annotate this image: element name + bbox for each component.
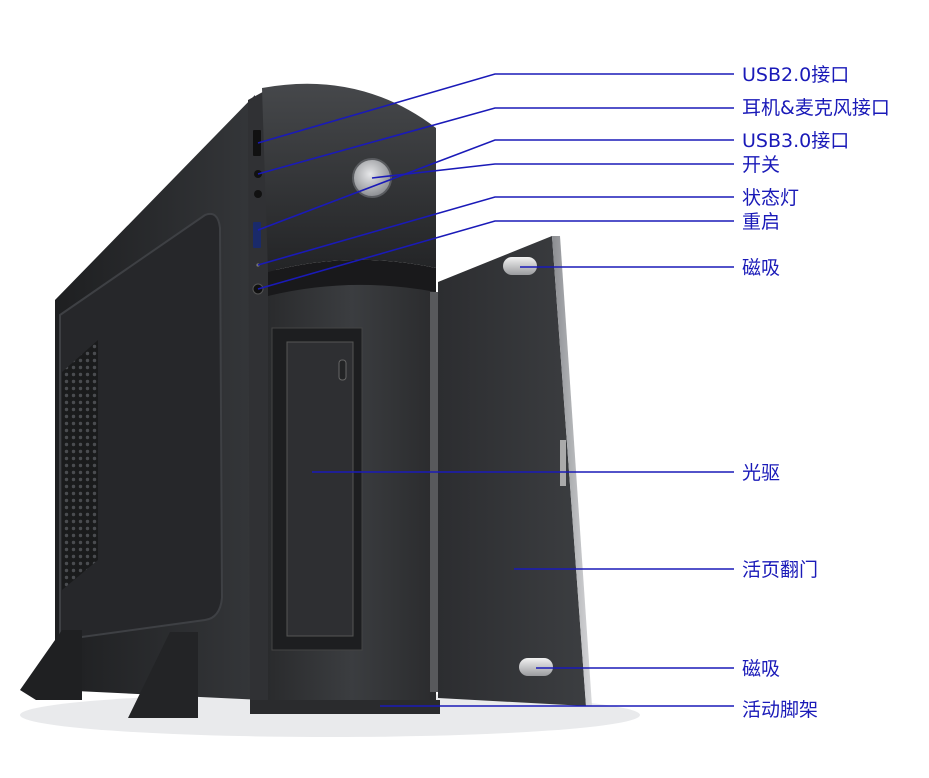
label-door: 活页翻门 — [742, 559, 819, 581]
line-usb2 — [257, 73, 734, 144]
label-optical: 光驱 — [742, 462, 781, 484]
label-magnet-bottom: 磁吸 — [742, 658, 781, 680]
line-led — [257, 196, 734, 266]
audio-port-2 — [254, 190, 262, 198]
stand-left — [20, 630, 82, 700]
top-bezel — [262, 83, 436, 272]
callout-lines — [257, 73, 734, 707]
magnet-top — [503, 257, 537, 275]
label-audio: 耳机&麦克风接口 — [742, 97, 890, 119]
magnet-bottom — [519, 658, 553, 676]
usb2-port — [253, 130, 261, 156]
vent-grille — [62, 340, 98, 590]
bottom-foot — [250, 700, 440, 714]
label-led: 状态灯 — [742, 187, 800, 209]
line-power — [371, 163, 734, 179]
label-stand: 活动脚架 — [742, 699, 819, 721]
line-usb3 — [257, 139, 734, 231]
usb3-port — [253, 222, 261, 248]
label-power: 开关 — [742, 154, 781, 176]
door-latch — [560, 440, 566, 486]
stand-right — [128, 632, 198, 718]
optical-drive — [286, 341, 354, 637]
hinged-door — [438, 236, 586, 706]
label-usb2: USB2.0接口 — [742, 64, 850, 86]
top-bezel-underside — [268, 259, 436, 296]
hinge — [430, 292, 438, 692]
label-reset: 重启 — [742, 211, 781, 233]
line-audio — [257, 107, 734, 175]
door-edge — [552, 236, 592, 706]
label-usb3: USB3.0接口 — [742, 130, 850, 152]
line-reset — [257, 220, 734, 290]
side-inset — [59, 212, 224, 642]
label-magnet-top: 磁吸 — [742, 257, 781, 279]
optical-eject — [338, 359, 347, 381]
